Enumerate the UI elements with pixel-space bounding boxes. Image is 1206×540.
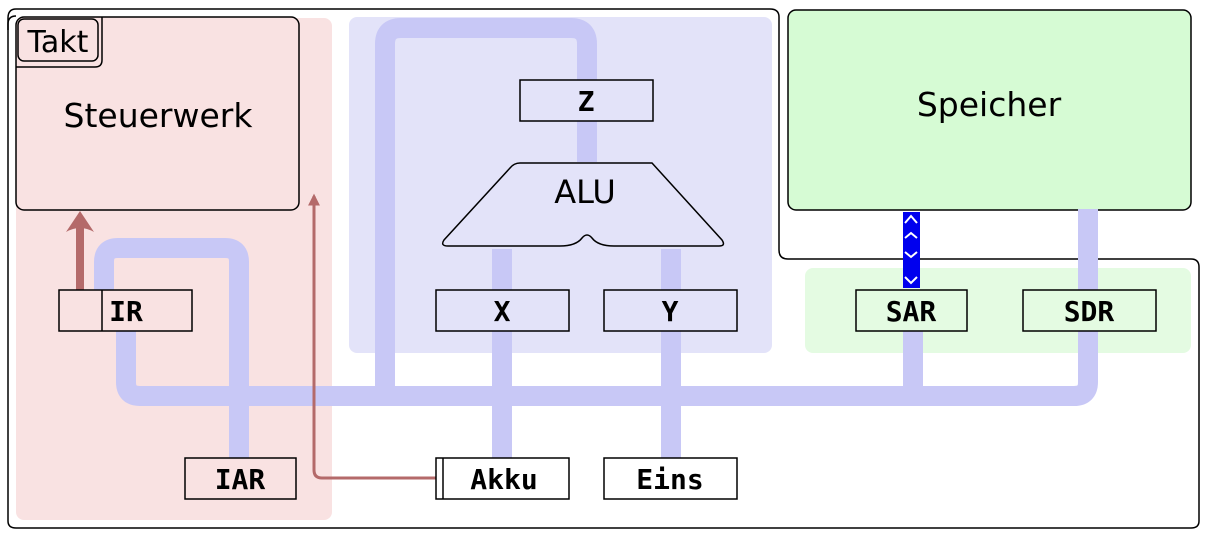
register-z-label: Z [578, 85, 595, 118]
clock-label: Takt [27, 25, 89, 60]
control-unit-label: Steuerwerk [64, 96, 254, 135]
memory-label: Speicher [917, 85, 1062, 124]
clock-tab-outline [16, 17, 103, 68]
register-y [603, 289, 738, 332]
cpu-outline [7, 8, 1200, 529]
register-ir [58, 289, 193, 332]
register-sar [855, 289, 968, 332]
register-akku-label: Akku [470, 463, 537, 496]
register-x-label: X [494, 295, 511, 328]
ir-to-control-arrowhead [66, 211, 94, 232]
memory-block [787, 9, 1192, 211]
register-ir-label: IR [109, 295, 143, 328]
clock-box [17, 18, 99, 62]
register-akku [435, 457, 570, 500]
akku-control-line [308, 193, 437, 480]
register-iar-label: IAR [215, 463, 266, 496]
register-eins [603, 457, 738, 500]
register-z [519, 79, 654, 122]
register-sdr-label: SDR [1064, 295, 1115, 328]
register-y-label: Y [662, 295, 679, 328]
alu-label: ALU [554, 173, 616, 211]
alu-shape [441, 162, 725, 247]
register-x [435, 289, 570, 332]
address-bus [903, 212, 920, 288]
register-iar [184, 457, 297, 500]
control-unit-block [15, 16, 300, 211]
register-sdr [1022, 289, 1157, 332]
register-eins-label: Eins [636, 463, 703, 496]
cpu-outline-left [7, 8, 17, 30]
register-sar-label: SAR [886, 295, 937, 328]
